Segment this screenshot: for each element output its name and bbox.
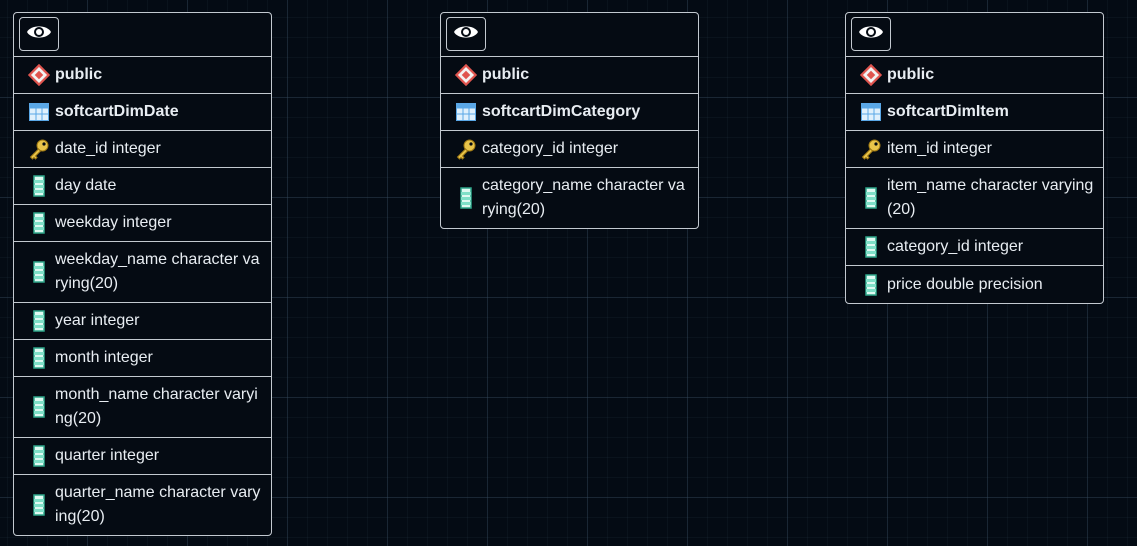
- column-row[interactable]: category_id integer: [441, 131, 698, 168]
- column-row[interactable]: weekday integer: [14, 205, 271, 242]
- table-name-row[interactable]: softcartDimCategory: [441, 94, 698, 131]
- table-node-1[interactable]: public softcartDimCategory category_id int…: [440, 12, 699, 229]
- column-label: category_id integer: [887, 238, 1024, 255]
- column-row[interactable]: item_name character varying(20): [846, 168, 1103, 229]
- schema-diamond-icon: [28, 64, 50, 86]
- table-name: softcartDimItem: [887, 103, 1009, 120]
- column-icon: [28, 445, 50, 467]
- table-grid-icon: [860, 101, 882, 123]
- column-label: quarter integer: [55, 447, 160, 464]
- column-icon: [28, 212, 50, 234]
- column-label: category_id integer: [482, 140, 619, 157]
- column-row[interactable]: year integer: [14, 303, 271, 340]
- view-toggle-button[interactable]: [851, 17, 891, 51]
- column-row[interactable]: price double precision: [846, 266, 1103, 303]
- column-row[interactable]: date_id integer: [14, 131, 271, 168]
- column-icon: [860, 187, 882, 209]
- column-row[interactable]: weekday_name character varying(20): [14, 242, 271, 303]
- column-row[interactable]: day date: [14, 168, 271, 205]
- column-label: day date: [55, 177, 117, 194]
- column-icon: [455, 187, 477, 209]
- schema-diamond-icon: [860, 64, 882, 86]
- table-name-row[interactable]: softcartDimItem: [846, 94, 1103, 131]
- key-icon: [28, 138, 50, 160]
- column-row[interactable]: month integer: [14, 340, 271, 377]
- node-header: [441, 13, 698, 57]
- column-icon: [860, 236, 882, 258]
- column-row[interactable]: category_id integer: [846, 229, 1103, 266]
- table-grid-icon: [28, 101, 50, 123]
- column-label: quarter_name character varying(20): [55, 484, 261, 525]
- table-node-2[interactable]: public softcartDimItem item_id integer item…: [845, 12, 1104, 304]
- column-icon: [28, 175, 50, 197]
- schema-row: public: [14, 57, 271, 94]
- node-header: [14, 13, 271, 57]
- column-row[interactable]: quarter_name character varying(20): [14, 475, 271, 535]
- column-icon: [28, 396, 50, 418]
- column-row[interactable]: category_name character varying(20): [441, 168, 698, 228]
- column-label: month_name character varying(20): [55, 386, 258, 427]
- column-row[interactable]: item_id integer: [846, 131, 1103, 168]
- schema-row: public: [846, 57, 1103, 94]
- table-name-row[interactable]: softcartDimDate: [14, 94, 271, 131]
- view-toggle-button[interactable]: [446, 17, 486, 51]
- column-row[interactable]: quarter integer: [14, 438, 271, 475]
- schema-diamond-icon: [455, 64, 477, 86]
- column-label: weekday_name character varying(20): [55, 251, 260, 292]
- schema-name: public: [887, 66, 935, 83]
- table-name: softcartDimCategory: [482, 103, 641, 120]
- table-node-0[interactable]: public softcartDimDate date_id integer day …: [13, 12, 272, 536]
- schema-name: public: [482, 66, 530, 83]
- column-icon: [860, 273, 882, 296]
- table-name: softcartDimDate: [55, 103, 179, 120]
- column-label: date_id integer: [55, 140, 161, 157]
- node-header: [846, 13, 1103, 57]
- table-grid-icon: [455, 101, 477, 123]
- view-toggle-button[interactable]: [19, 17, 59, 51]
- column-row[interactable]: month_name character varying(20): [14, 377, 271, 438]
- column-label: year integer: [55, 312, 140, 329]
- eye-icon: [26, 23, 52, 46]
- column-label: month integer: [55, 349, 153, 366]
- column-label: category_name character varying(20): [482, 177, 685, 218]
- column-label: price double precision: [887, 275, 1043, 293]
- schema-name: public: [55, 66, 103, 83]
- column-icon: [28, 494, 50, 516]
- column-label: weekday integer: [55, 214, 172, 231]
- key-icon: [860, 138, 882, 160]
- schema-row: public: [441, 57, 698, 94]
- eye-icon: [453, 23, 479, 46]
- column-label: item_id integer: [887, 140, 992, 157]
- eye-icon: [858, 23, 884, 46]
- column-icon: [28, 347, 50, 369]
- column-label: item_name character varying(20): [887, 177, 1094, 218]
- key-icon: [455, 138, 477, 160]
- column-icon: [28, 310, 50, 332]
- column-icon: [28, 261, 50, 283]
